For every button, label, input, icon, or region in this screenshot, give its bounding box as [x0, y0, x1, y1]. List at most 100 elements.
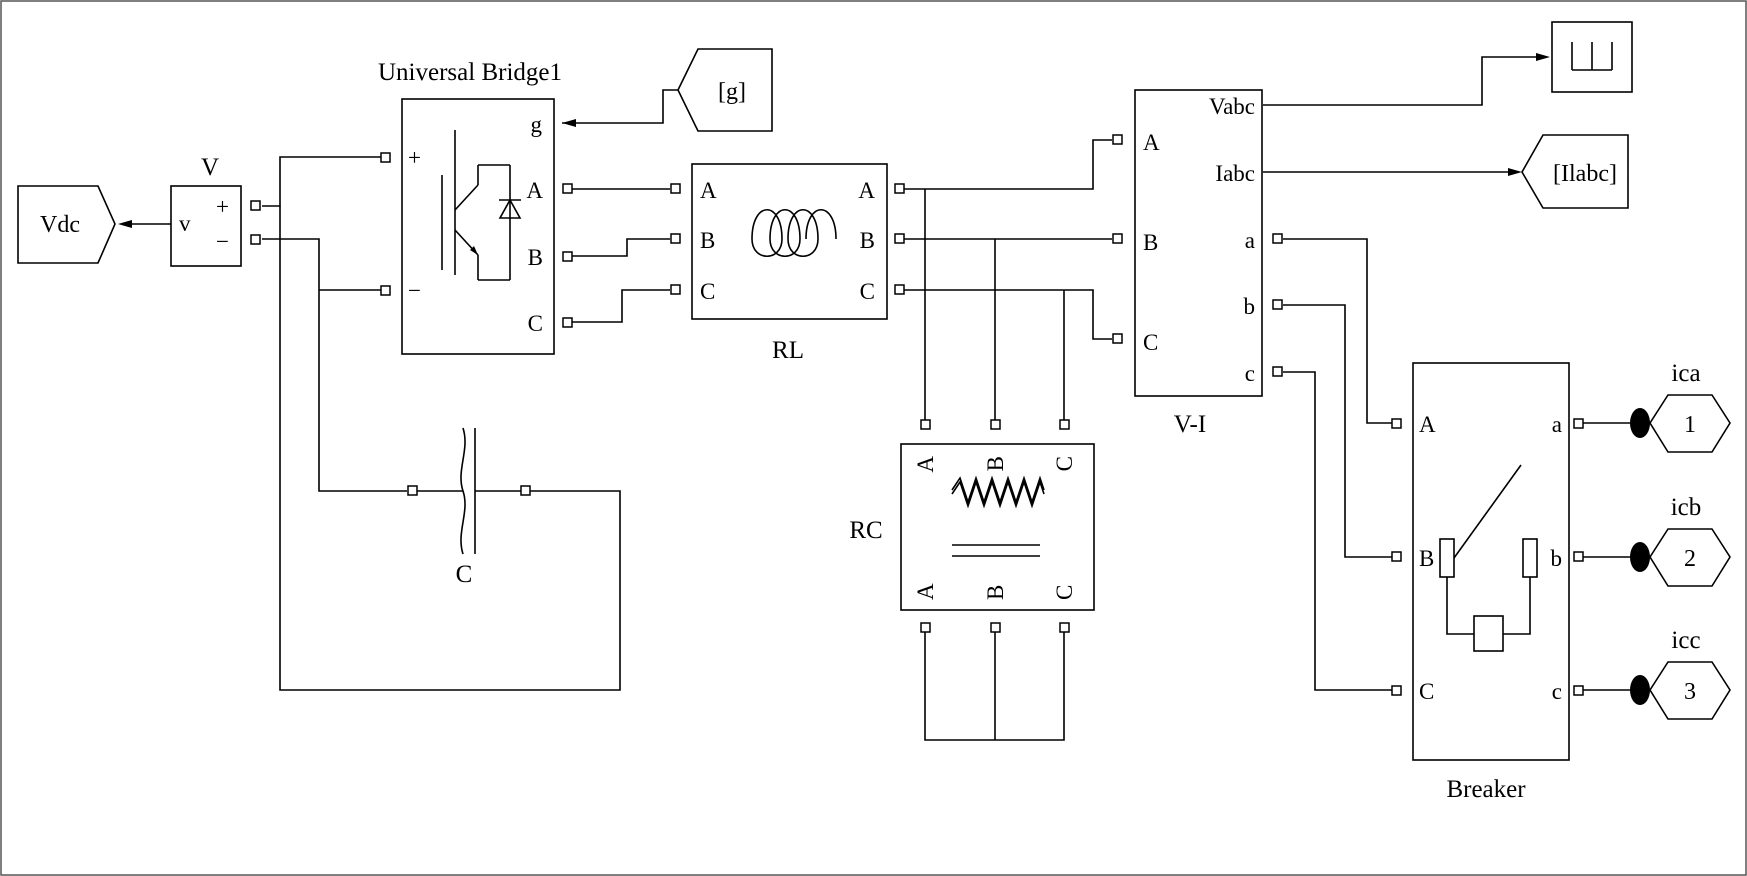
rc-top-b-port[interactable] — [990, 419, 1001, 430]
rl-a-out-label: A — [858, 178, 875, 203]
terminator-icon — [1571, 42, 1613, 71]
rl-c-in-label: C — [700, 279, 715, 304]
voltage-meter-out-label: v — [179, 211, 191, 236]
wire-vabc — [1263, 56, 1538, 106]
capacitor-right-port[interactable] — [520, 485, 531, 496]
breaker-b-in-label: B — [1419, 546, 1434, 571]
wire-bridge-c — [572, 289, 670, 323]
wire-g — [562, 89, 678, 124]
rl-c-in-port[interactable] — [670, 284, 681, 295]
universal-bridge-body — [401, 98, 555, 355]
breaker-b-in-port[interactable] — [1391, 551, 1402, 562]
vdc-shape — [17, 185, 116, 264]
rl-body — [691, 163, 888, 320]
rc-top-a-label: A — [913, 456, 938, 473]
rc-top-c-port[interactable] — [1059, 419, 1070, 430]
arrow-vabc — [1536, 53, 1550, 61]
breaker-b-out-port[interactable] — [1573, 551, 1584, 562]
goto-g-label: [g] — [718, 79, 746, 105]
bridge-minus-port[interactable] — [380, 285, 391, 296]
arrow-vdc — [118, 220, 132, 228]
breaker-c-in-label: C — [1419, 679, 1434, 704]
goto-ilabc[interactable]: [Ilabc] — [1521, 134, 1629, 209]
terminator-block[interactable] — [1551, 21, 1633, 93]
vi-b-out-port[interactable] — [1272, 299, 1283, 310]
wire-vi-b — [1283, 304, 1392, 558]
rl-b-out-label: B — [860, 228, 875, 253]
breaker-title: Breaker — [1446, 776, 1526, 803]
wire-dc-plus — [262, 156, 385, 207]
capacitor-icon — [952, 544, 1040, 557]
vi-b-out-label: b — [1244, 294, 1256, 319]
vi-iabc-label: Iabc — [1215, 161, 1255, 186]
goto-ilabc-label: [Ilabc] — [1553, 161, 1617, 187]
vi-measurement-block[interactable]: V-I A B C Vabc Iabc a b c — [1112, 89, 1283, 438]
rl-b-in-label: B — [700, 228, 715, 253]
universal-bridge-title: Universal Bridge1 — [378, 59, 562, 86]
vi-b-port[interactable] — [1112, 233, 1123, 244]
bridge-b-port[interactable] — [562, 251, 573, 262]
rl-b-in-port[interactable] — [670, 233, 681, 244]
rc-body — [900, 443, 1095, 611]
breaker-c-out-port[interactable] — [1573, 685, 1584, 696]
output-port-1[interactable]: ica 1 — [1630, 360, 1731, 453]
voltage-meter-block[interactable]: V v + − — [170, 154, 261, 267]
breaker-a-out-port[interactable] — [1573, 418, 1584, 429]
voltage-meter-minus-port[interactable] — [250, 234, 261, 245]
vi-c-label: C — [1143, 330, 1158, 355]
rl-a-in-label: A — [700, 178, 717, 203]
rl-title: RL — [772, 337, 804, 364]
igbt-diode-icon — [441, 130, 522, 281]
rl-c-out-port[interactable] — [894, 284, 905, 295]
output-3-shape — [1649, 661, 1731, 720]
vi-a-label: A — [1143, 130, 1160, 155]
output-2-shape — [1649, 528, 1731, 587]
rc-top-a-port[interactable] — [920, 419, 931, 430]
rl-b-out-port[interactable] — [894, 233, 905, 244]
vi-body — [1134, 89, 1263, 397]
bridge-c-label: C — [528, 311, 543, 336]
rc-block[interactable]: RC A B C A B C — [849, 419, 1095, 633]
vi-c-out-port[interactable] — [1272, 366, 1283, 377]
switch-icon — [1439, 464, 1538, 652]
bridge-a-port[interactable] — [562, 183, 573, 194]
capacitor-block[interactable]: C — [407, 427, 531, 588]
connection-dot-icon — [1630, 542, 1650, 572]
rc-bot-a-label: A — [913, 583, 938, 600]
capacitor-icon — [460, 427, 476, 555]
rc-bot-c-port[interactable] — [1059, 622, 1070, 633]
voltage-meter-title: V — [201, 154, 219, 181]
output-port-3[interactable]: icc 3 — [1630, 627, 1731, 720]
wire-dc-plus-loop — [279, 206, 621, 691]
vi-a-out-label: a — [1245, 228, 1255, 253]
breaker-a-in-port[interactable] — [1391, 418, 1402, 429]
voltage-meter-plus-label: + — [216, 194, 229, 219]
rl-a-in-port[interactable] — [670, 183, 681, 194]
bridge-a-label: A — [526, 178, 543, 203]
resistor-zigzag-icon — [951, 475, 1045, 509]
bridge-c-port[interactable] — [562, 317, 573, 328]
universal-bridge-block[interactable]: Universal Bridge1 + − g A B C — [378, 59, 573, 355]
rc-bot-b-port[interactable] — [990, 622, 1001, 633]
output-port-2[interactable]: icb 2 — [1630, 494, 1731, 587]
wires — [118, 53, 1640, 741]
breaker-block[interactable]: Breaker A B C a b c — [1391, 362, 1584, 803]
bridge-plus-port[interactable] — [380, 152, 391, 163]
rl-block[interactable]: RL A B C A B C — [670, 163, 905, 364]
vi-a-out-port[interactable] — [1272, 233, 1283, 244]
vi-c-port[interactable] — [1112, 333, 1123, 344]
capacitor-left-port[interactable] — [407, 485, 418, 496]
goto-g[interactable]: [g] — [677, 48, 773, 132]
wire-vi-a — [1283, 238, 1392, 424]
vdc-goto[interactable]: Vdc — [17, 185, 116, 264]
output-1-shape — [1649, 394, 1731, 453]
rc-bot-a-port[interactable] — [920, 622, 931, 633]
breaker-c-in-port[interactable] — [1391, 685, 1402, 696]
vi-a-port[interactable] — [1112, 134, 1123, 145]
breaker-c-out-label: c — [1552, 679, 1562, 704]
bridge-b-label: B — [528, 245, 543, 270]
rl-a-out-port[interactable] — [894, 183, 905, 194]
output-1-number: 1 — [1684, 412, 1696, 438]
voltage-meter-plus-port[interactable] — [250, 200, 261, 211]
